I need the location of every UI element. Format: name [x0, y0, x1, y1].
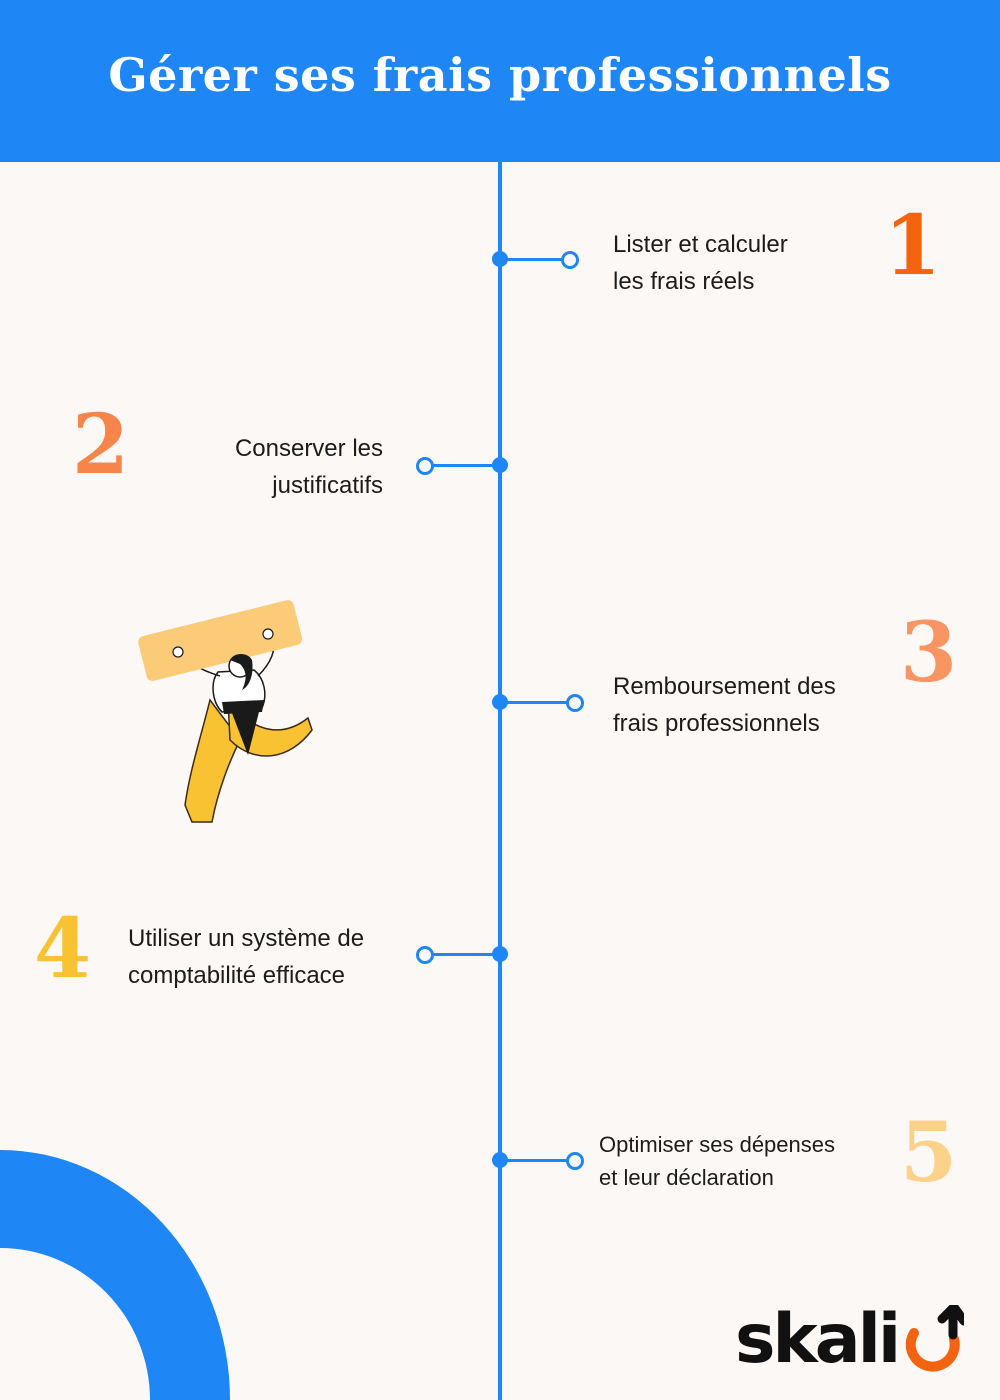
connector	[432, 464, 500, 467]
timeline-node	[492, 694, 508, 710]
header-banner: Gérer ses frais professionnels	[0, 0, 1000, 162]
connector-end-node	[566, 694, 584, 712]
brand-logo: skali	[735, 1300, 965, 1379]
timeline-line	[498, 162, 502, 1400]
timeline-node	[492, 457, 508, 473]
timeline-node	[492, 946, 508, 962]
step-label: Utiliser un système de comptabilité effi…	[128, 925, 365, 989]
timeline-node	[492, 1152, 508, 1168]
decorative-arc	[0, 1150, 230, 1400]
logo-text: skali	[735, 1300, 901, 1379]
connector	[500, 258, 568, 261]
connector	[500, 1159, 568, 1162]
step-label: Remboursement des frais professionnels	[613, 673, 836, 737]
step-number: 5	[900, 1105, 958, 1201]
connector-end-node	[561, 251, 579, 269]
connector	[432, 953, 500, 956]
step-number: 1	[884, 198, 942, 294]
step-number: 2	[72, 397, 130, 493]
step-label: Conserver les justificatifs	[234, 435, 383, 499]
step-number: 4	[34, 901, 92, 997]
page-title: Gérer ses frais professionnels	[108, 48, 892, 102]
circle-arrow-up-icon	[905, 1305, 965, 1372]
timeline-node	[492, 251, 508, 267]
connector-end-node	[566, 1152, 584, 1170]
connector	[500, 701, 568, 704]
connector-end-node	[416, 457, 434, 475]
step-label: Optimiser ses dépenses et leur déclarati…	[599, 1132, 835, 1190]
step-label: Lister et calculer les frais réels	[613, 231, 788, 295]
step-number: 3	[900, 605, 958, 701]
person-carrying-box-icon	[138, 600, 313, 823]
connector-end-node	[416, 946, 434, 964]
